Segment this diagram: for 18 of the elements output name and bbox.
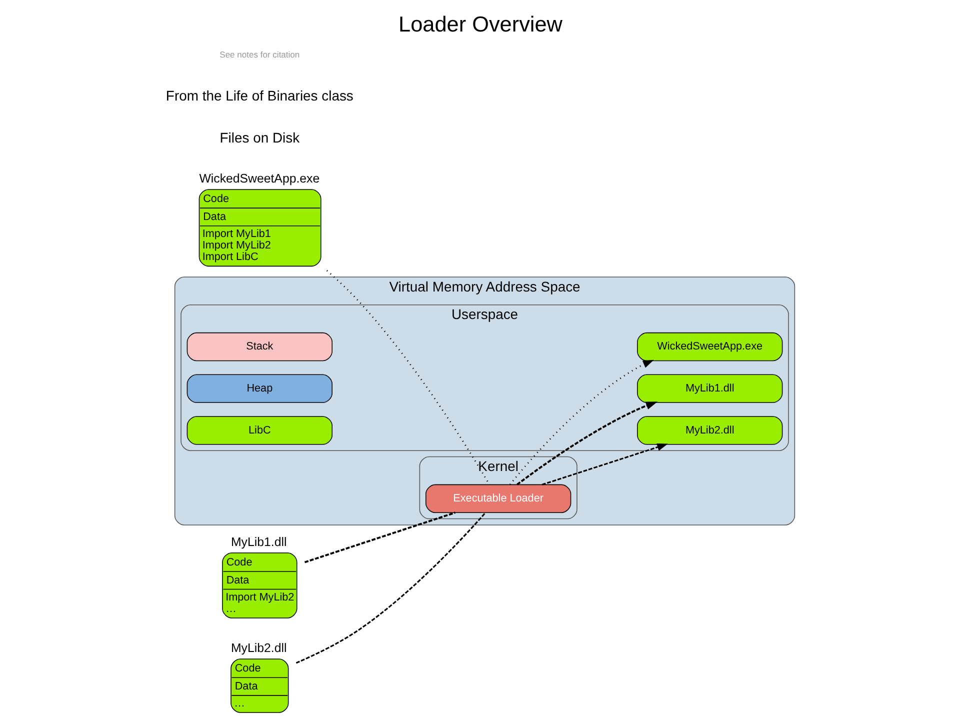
node-box: Heap [186, 374, 332, 403]
diagram-title: Loader Overview [398, 12, 562, 37]
label: See notes for citation [219, 50, 300, 60]
node-box: Stack [186, 332, 332, 362]
node-box: MyLib1.dll [636, 374, 782, 403]
arrow [508, 360, 654, 485]
node-box: WickedSweetApp.exe [636, 332, 782, 362]
arrow [516, 402, 658, 486]
connector [304, 512, 456, 564]
node-label: WickedSweetApp.exe [198, 171, 320, 186]
label: Files on Disk [219, 130, 300, 146]
node-box: MyLib2.dll [636, 416, 782, 445]
arrow [541, 444, 668, 486]
node-label: MyLib1.dll [230, 534, 286, 549]
node-label: MyLib2.dll [230, 640, 286, 655]
node-box: Executable Loader [424, 484, 571, 513]
node-box: LibC [186, 416, 332, 445]
label: From the Life of Binaries class [165, 88, 353, 104]
